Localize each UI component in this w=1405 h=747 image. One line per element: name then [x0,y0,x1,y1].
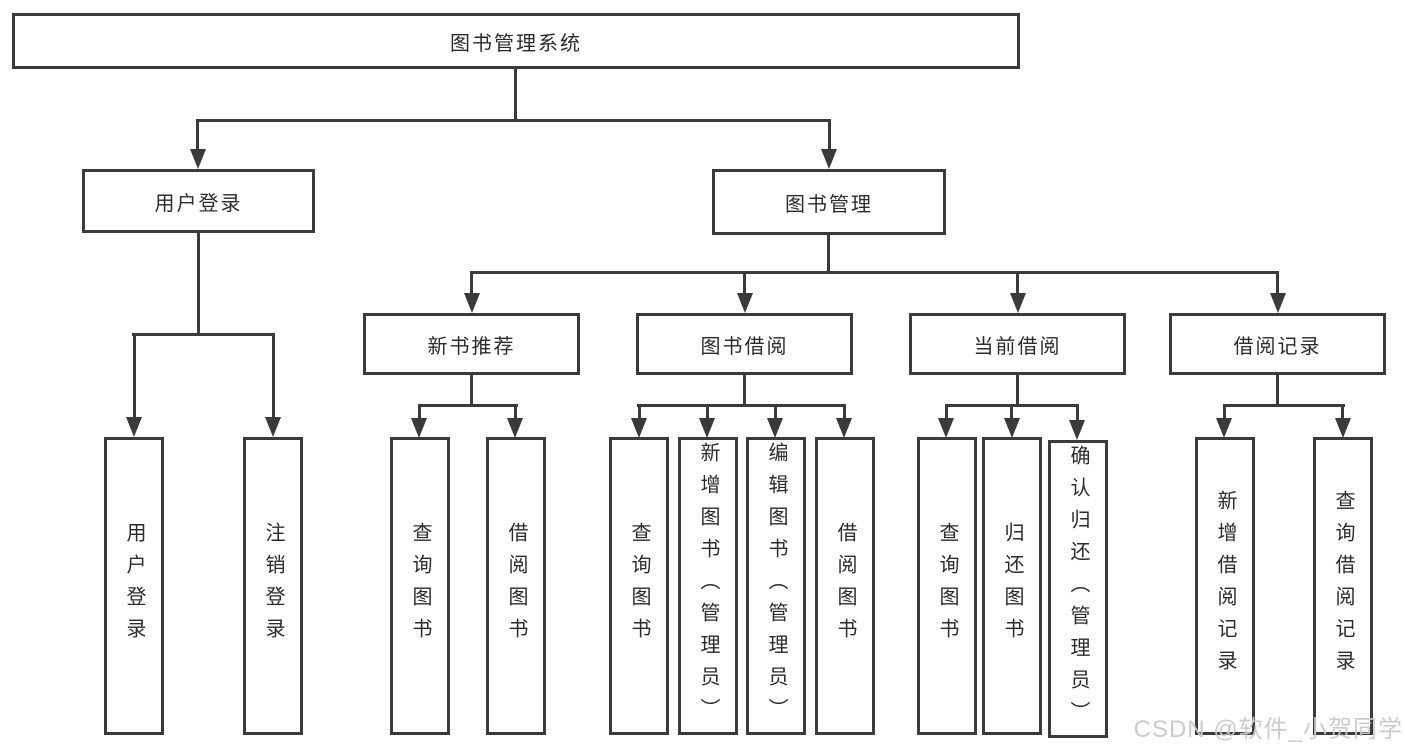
connector-line [470,374,473,407]
connector-line [945,404,948,420]
leaf-return-books: 归还图书 [982,437,1042,735]
arrow-down [126,417,142,437]
arrow-down [938,418,954,438]
connector-line [638,404,641,420]
leaf-logout: 注销登录 [243,437,303,735]
connector-line [470,271,1279,274]
arrow-down [737,293,753,313]
arrow-down [1010,293,1026,313]
arrow-down [464,293,480,313]
leaf-confirm-return-admin: 确认归还（管理员） [1048,440,1108,738]
watermark: CSDN @软件_小贺同学 [1133,716,1403,743]
connector-line [418,404,421,420]
arrow-down [699,418,715,438]
connector-line [196,119,831,122]
connector-line [1016,374,1019,407]
arrow-down [1069,420,1085,440]
connector-line [1223,404,1345,407]
connector-line [418,404,518,407]
connector-line [133,333,136,419]
connector-line [1276,373,1279,407]
connector-line [743,374,746,407]
connector-line [827,235,830,274]
connector-line [828,119,831,152]
connector-line [514,68,517,121]
leaf-query-books-3: 查询图书 [917,437,977,735]
connector-line [1341,404,1344,420]
connector-line [470,271,473,295]
connector-line [706,404,709,420]
arrow-down [265,417,281,437]
connector-line [514,404,517,420]
arrow-down [1004,418,1020,438]
arrow-down [821,149,837,169]
arrow-down [631,418,647,438]
leaf-query-borrow-record: 查询借阅记录 [1313,437,1373,735]
arrow-down [767,418,783,438]
connector-line [1276,271,1279,295]
node-book-borrowing: 图书借阅 [636,313,853,375]
connector-line [843,404,846,420]
leaf-query-books-1: 查询图书 [390,437,450,735]
connector-line [1076,404,1079,420]
node-book-management: 图书管理 [712,169,946,235]
connector-line [774,404,777,420]
arrow-down [411,418,427,438]
connector-line [197,232,200,336]
connector-line [637,404,846,407]
arrow-down [1216,418,1232,438]
connector-line [1223,404,1226,420]
arrow-down [836,418,852,438]
leaf-edit-book-admin: 编辑图书（管理员） [746,437,806,735]
leaf-add-borrow-record: 新增借阅记录 [1195,437,1255,735]
node-library-management-system: 图书管理系统 [12,13,1020,69]
connector-line [1016,271,1019,295]
connector-line [196,119,199,152]
connector-line [743,271,746,295]
leaf-borrow-books-2: 借阅图书 [815,437,875,735]
connector-line [1010,404,1013,420]
node-borrowing-records: 借阅记录 [1169,313,1386,375]
leaf-borrow-books-1: 借阅图书 [486,437,546,735]
arrow-down [1335,418,1351,438]
connector-line [272,333,275,419]
leaf-user-login: 用户登录 [104,437,164,735]
arrow-down [507,418,523,438]
arrow-down [1270,293,1286,313]
connector-line [132,333,275,336]
leaf-add-book-admin: 新增图书（管理员） [678,437,738,735]
arrow-down [190,149,206,169]
node-new-book-recommendation: 新书推荐 [363,313,580,375]
leaf-query-books-2: 查询图书 [609,437,669,735]
node-current-borrowing: 当前借阅 [909,313,1126,375]
node-user-login: 用户登录 [82,169,315,233]
